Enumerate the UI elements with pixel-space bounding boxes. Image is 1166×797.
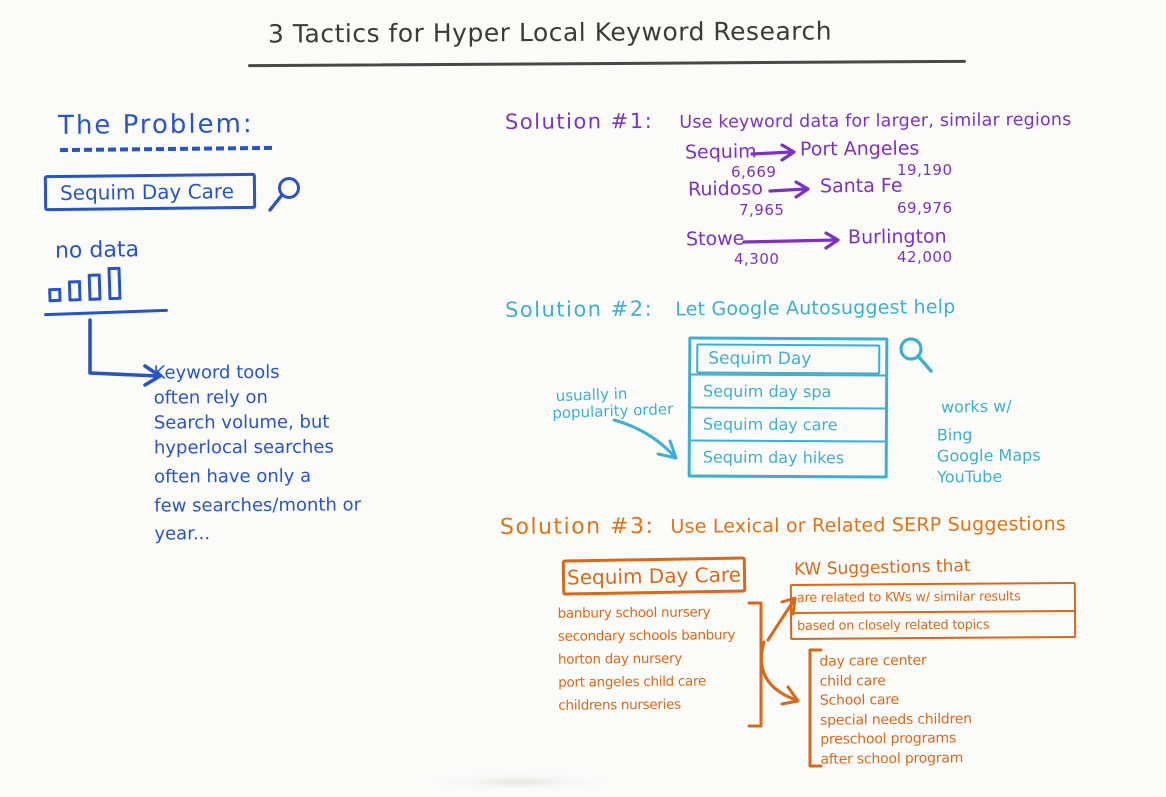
bracket-left-icon: [808, 648, 823, 768]
solution3-heading: Solution #3: Use Lexical or Related SERP…: [500, 511, 1066, 540]
bar: [107, 266, 122, 301]
bar: [48, 287, 62, 303]
lexical-keyword: port angeles child care: [558, 673, 707, 691]
note-line: hyperlocal searches: [153, 436, 334, 459]
autosuggest-query-text: Sequim Day: [708, 348, 812, 370]
problem-heading-dashes: [59, 145, 273, 153]
related-topic: School care: [819, 691, 900, 709]
lexical-keyword: childrens nurseries: [558, 696, 681, 714]
region-to-volume: 42,000: [897, 248, 953, 266]
solution1-label: Solution #1:: [504, 108, 654, 134]
problem-heading: The Problem:: [57, 109, 254, 141]
autosuggest-item: Sequim day hikes: [690, 439, 885, 474]
region-from: Sequim: [684, 140, 757, 164]
related-topic: after school program: [820, 749, 964, 768]
note-line: year...: [154, 523, 211, 545]
autosuggest-box-sketch: Sequim Day Sequim day spa Sequim day car…: [687, 336, 889, 479]
works-with-list: Bing Google Maps YouTube: [937, 424, 1041, 488]
search-query-text: Sequim Day Care: [59, 179, 235, 205]
works-with-item: Bing: [936, 425, 973, 445]
region-from-volume: 6,669: [731, 163, 777, 181]
arrow-right-icon: [768, 180, 810, 199]
arrow-down-right-icon: [759, 640, 800, 706]
works-with-title: works w/: [940, 396, 1012, 417]
search-box-sketch: Sequim Day Care: [43, 172, 257, 212]
solution2-rest: Let Google Autosuggest help: [675, 296, 956, 321]
autosuggest-query-box: Sequim Day: [696, 343, 881, 375]
kw-suggestions-title: KW Suggestions that: [793, 556, 971, 580]
search-icon: [899, 337, 933, 373]
arrow-right-icon: [750, 143, 796, 162]
note-line: Keyword tools: [153, 361, 280, 384]
bar-chart-icon: [47, 266, 122, 303]
kw-suggestions-boxes: are related to KWs w/ similar results ba…: [789, 582, 1077, 640]
region-from-volume: 4,300: [734, 250, 780, 268]
related-topic: preschool programs: [820, 730, 957, 748]
kw-suggestion-rule: are related to KWs w/ similar results: [796, 589, 1021, 606]
kw-suggestion-rule: based on closely related topics: [792, 610, 1075, 638]
arrow-up-right-icon: [766, 596, 797, 642]
solution2-heading: Solution #2: Let Google Autosuggest help: [505, 294, 956, 322]
title-underline: [247, 59, 967, 68]
works-with-item: YouTube: [937, 466, 1003, 487]
solution2-label: Solution #2:: [504, 296, 654, 322]
serp-query-text: Sequim Day Care: [566, 562, 742, 590]
lexical-keyword: secondary schools banbury: [557, 627, 736, 645]
bar: [87, 273, 102, 301]
arrow-right-icon: [742, 231, 840, 250]
note-line: Search volume, but: [153, 411, 330, 434]
curved-arrow-icon: [612, 418, 678, 460]
region-to: Santa Fe: [819, 174, 903, 198]
lexical-keyword: horton day nursery: [557, 650, 683, 668]
region-from: Ruidoso: [687, 177, 764, 201]
region-to-volume: 69,976: [897, 199, 953, 217]
region-from: Stowe: [685, 227, 745, 251]
region-to: Burlington: [847, 225, 947, 249]
autosuggest-item: Sequim day care: [690, 406, 886, 441]
region-from-volume: 7,965: [739, 201, 785, 219]
related-topic: child care: [819, 672, 886, 690]
note-line: few searches/month or: [154, 494, 362, 517]
no-data-label: no data: [54, 237, 140, 264]
note-line: often rely on: [153, 386, 268, 409]
solution3-rest: Use Lexical or Related SERP Suggestions: [670, 513, 1066, 538]
works-with-item: Google Maps: [936, 445, 1041, 466]
problem-note: Keyword tools often rely on Search volum…: [154, 359, 362, 546]
related-topic-list: day care center child care School care s…: [819, 651, 972, 770]
solution1-rest: Use keyword data for larger, similar reg…: [679, 110, 1072, 133]
search-icon: [268, 177, 300, 212]
serp-query-box: Sequim Day Care: [561, 556, 747, 596]
related-topic: special needs children: [820, 710, 972, 729]
lexical-keyword: banbury school nursery: [557, 604, 711, 622]
autosuggest-item: Sequim day spa: [691, 373, 886, 408]
elbow-arrow-icon: [88, 318, 162, 387]
region-to-volume: 19,190: [897, 161, 953, 179]
related-topic: day care center: [819, 652, 927, 670]
lexical-keyword-list: banbury school nursery secondary schools…: [558, 601, 736, 718]
note-line: often have only a: [154, 465, 312, 488]
bar: [67, 280, 82, 302]
marker-smudge: [428, 774, 608, 790]
page-title: 3 Tactics for Hyper Local Keyword Resear…: [267, 16, 833, 49]
solution1-heading: Solution #1: Use keyword data for larger…: [505, 106, 1072, 134]
region-to: Port Angeles: [799, 137, 920, 161]
solution3-label: Solution #3:: [499, 513, 655, 540]
